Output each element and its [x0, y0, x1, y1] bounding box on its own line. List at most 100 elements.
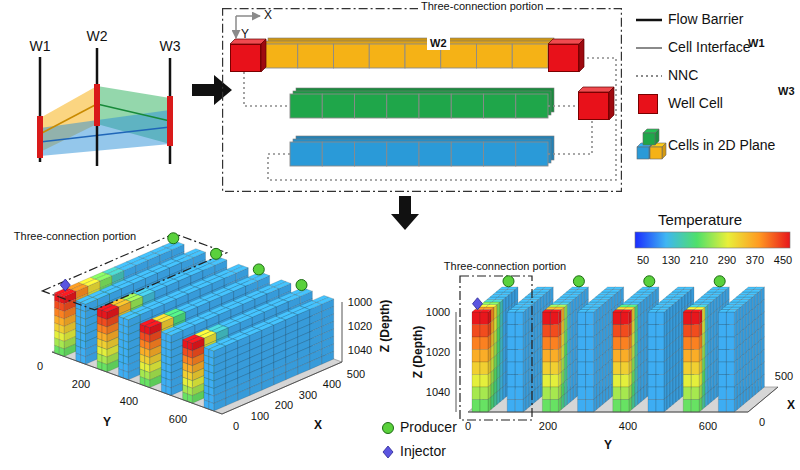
grid-block	[683, 325, 691, 338]
grid-block	[592, 305, 603, 308]
grid-block	[521, 305, 532, 308]
grid-block	[553, 307, 564, 310]
grid-block	[274, 372, 286, 385]
grid-block	[231, 266, 248, 273]
well-cell-depth	[609, 87, 614, 120]
cube-side	[662, 143, 666, 159]
grid-block	[744, 295, 755, 298]
grid-block	[621, 325, 629, 338]
grid-block	[621, 350, 629, 363]
grid-block	[322, 351, 334, 364]
axis-label: Y	[103, 416, 111, 429]
grid-block	[715, 290, 726, 293]
well-cell-depth	[579, 39, 584, 72]
grid-block	[238, 388, 250, 401]
grid-block	[504, 290, 515, 293]
flow-barrier-sample	[636, 19, 662, 22]
grid-cell	[516, 94, 548, 118]
grid-block	[480, 310, 491, 313]
grid-cell	[419, 94, 451, 118]
grid-block	[691, 310, 702, 313]
grid-block	[711, 387, 714, 402]
grid-block	[746, 387, 749, 402]
grid-block	[726, 362, 734, 375]
grid-block	[648, 325, 656, 338]
grid-block	[310, 357, 322, 370]
grid-cell	[451, 94, 483, 118]
grid-block	[691, 375, 699, 388]
injector-marker	[60, 279, 70, 291]
cube-front	[643, 133, 655, 145]
grid-block	[550, 362, 558, 375]
grid-block	[683, 350, 691, 363]
grid-block	[538, 385, 541, 400]
axis-label: X	[264, 9, 272, 22]
grid-block	[570, 387, 573, 402]
grid-block	[578, 387, 586, 400]
grid-block	[726, 325, 734, 338]
grid-block	[488, 397, 491, 412]
portion-frame: Three-connection portionW2W1W3	[222, 8, 622, 192]
grid-block	[558, 397, 561, 412]
grid-block	[578, 400, 586, 413]
well-label: W3	[160, 39, 181, 54]
grid-block	[726, 375, 734, 388]
grid-block	[86, 352, 98, 365]
grid-block	[629, 397, 632, 412]
grid-block	[648, 337, 656, 350]
axis-line	[456, 312, 457, 412]
axis-line	[342, 302, 343, 362]
grid-block	[645, 290, 656, 293]
plot-floor	[468, 387, 778, 412]
grid-block	[535, 387, 538, 402]
grid-block	[507, 362, 515, 375]
well-cell: W3	[578, 92, 609, 120]
grid-block	[743, 390, 746, 405]
grid-block	[492, 300, 503, 303]
grid-block	[542, 325, 550, 338]
grid-block	[574, 290, 585, 293]
grid-block	[740, 392, 743, 407]
grid-block	[578, 337, 586, 350]
grid-block	[667, 395, 670, 410]
grid-block	[726, 400, 734, 413]
color-bar	[635, 232, 790, 248]
legend-icons	[636, 20, 666, 159]
grid-block	[550, 400, 558, 413]
tick-label: 400	[120, 395, 138, 407]
well-line	[96, 48, 99, 166]
illustration-g	[52, 302, 778, 414]
well-schematic	[40, 48, 170, 166]
grid-block	[480, 350, 488, 363]
producer-marker	[383, 423, 394, 434]
grid-block	[472, 400, 480, 413]
grid-block	[656, 400, 664, 413]
grid-block	[586, 337, 594, 350]
grid-block	[542, 312, 550, 325]
grid-block	[683, 400, 691, 413]
grid-block	[609, 385, 612, 400]
grid-block	[621, 337, 629, 350]
grid-block	[750, 290, 761, 293]
tick-label: 1020	[426, 346, 450, 358]
grid-block	[691, 400, 699, 413]
grid-block	[670, 392, 673, 407]
grid-block	[515, 362, 523, 375]
grid-block	[624, 307, 635, 310]
cell-interface-sample	[636, 47, 662, 49]
grid-cell	[322, 94, 354, 118]
grid-block	[594, 397, 597, 412]
axis-line	[748, 387, 778, 412]
grid-block	[691, 350, 699, 363]
grid-block	[527, 300, 538, 303]
grid-block	[523, 397, 526, 412]
grid-block	[734, 397, 737, 412]
grid-block	[480, 387, 488, 400]
grid-block	[262, 377, 274, 390]
grid-block	[515, 310, 526, 313]
grid-block	[480, 325, 488, 338]
grid-block	[578, 325, 586, 338]
grid-block	[648, 400, 656, 413]
tick-label: 600	[169, 413, 187, 425]
tick-label: 1040	[426, 386, 450, 398]
